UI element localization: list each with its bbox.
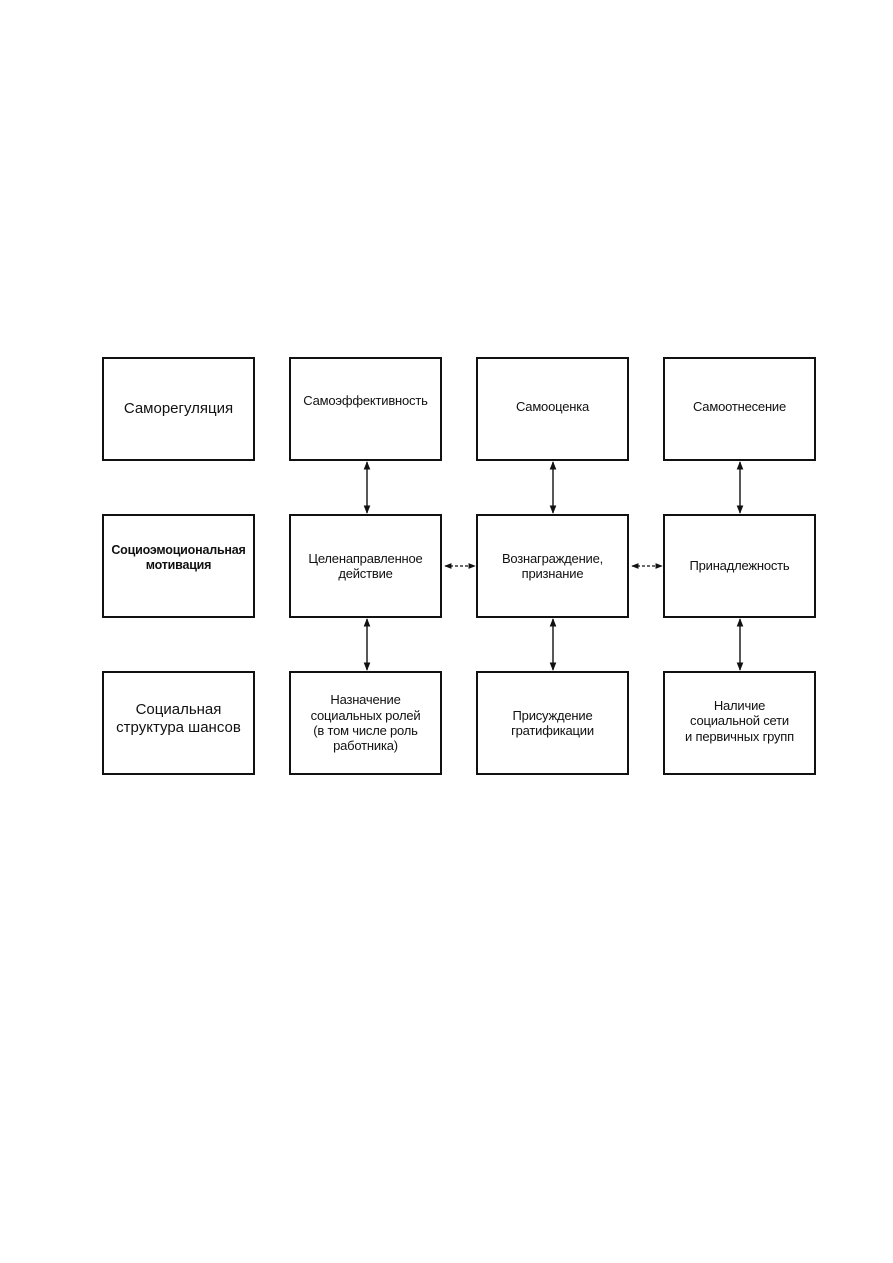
box-text: Самоотнесение [692, 399, 787, 415]
row-label-social-opportunity-structure: Социальная структура шансов [102, 671, 255, 775]
box-social-roles-assignment: Назначение социальных ролей (в том числе… [289, 671, 442, 775]
box-text: Самоэффективность [303, 393, 428, 409]
row-label-text: Социальная структура шансов [116, 701, 241, 736]
box-text: Назначение социальных ролей (в том числе… [310, 692, 421, 754]
box-text: Самооценка [515, 399, 590, 415]
row-label-text: Социоэмоциональная мотивация [111, 543, 246, 572]
box-reward-recognition: Вознаграждение, признание [476, 514, 629, 618]
row-label-text: Саморегуляция [123, 400, 234, 418]
box-text: Целенаправленное действие [308, 550, 423, 581]
box-self-efficacy: Самоэффективность [289, 357, 442, 461]
box-text: Наличие социальной сети и первичных груп… [685, 698, 794, 744]
box-text: Вознаграждение, признание [501, 550, 604, 581]
row-label-socioemotional-motivation: Социоэмоциональная мотивация [102, 514, 255, 618]
box-text: Принадлежность [689, 558, 790, 574]
box-gratification-award: Присуждение гратификации [476, 671, 629, 775]
box-belonging: Принадлежность [663, 514, 816, 618]
box-purposeful-action: Целенаправленное действие [289, 514, 442, 618]
box-social-network-groups: Наличие социальной сети и первичных груп… [663, 671, 816, 775]
box-text: Присуждение гратификации [511, 707, 594, 738]
row-label-self-regulation: Саморегуляция [102, 357, 255, 461]
box-self-attribution: Самоотнесение [663, 357, 816, 461]
box-self-esteem: Самооценка [476, 357, 629, 461]
